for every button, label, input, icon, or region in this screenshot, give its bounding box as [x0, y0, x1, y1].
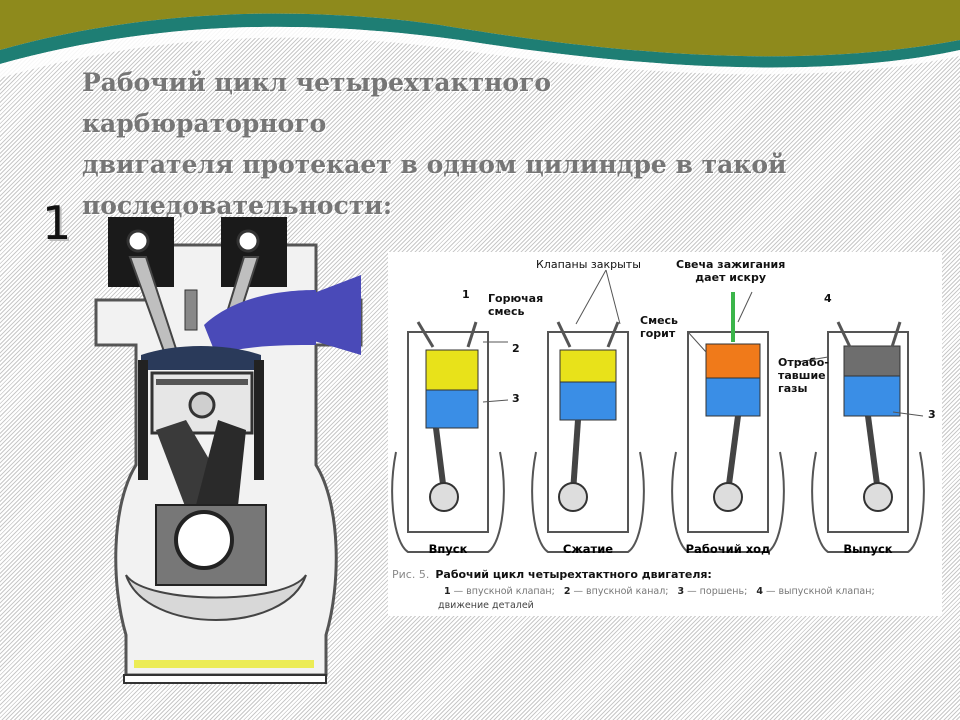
- legend-num-3: 3: [677, 586, 685, 597]
- callout-burning-line-1: Смесь: [640, 314, 679, 327]
- callout-valves-closed: Клапаны закрыты: [536, 258, 641, 271]
- callout-fuel-line-2: смесь: [488, 305, 525, 318]
- slide-title: Рабочий цикл четырехтактного карбюраторн…: [82, 62, 802, 226]
- stroke-label-exhaust: Выпуск: [843, 542, 893, 556]
- cylinder-power-stroke: [671, 292, 785, 553]
- label-number-1: 1: [462, 288, 470, 301]
- header-wave-decoration: [0, 0, 960, 78]
- legend-num-2: 2: [563, 586, 571, 597]
- stroke-label-compression: Сжатие: [562, 542, 614, 556]
- label-number-3-right: 3: [928, 408, 936, 421]
- callout-spark-plug: Свеча зажигания дает искру: [676, 258, 785, 284]
- label-number-3: 3: [512, 392, 520, 405]
- figure-caption-title: Рис. 5. Рабочий цикл четырехтактного двиг…: [392, 568, 712, 581]
- step-number: 1: [42, 196, 72, 250]
- callout-exhaust-line-2: тавшие: [778, 369, 826, 382]
- legend-text-3: — поршень;: [687, 586, 748, 597]
- callout-fuel-line-1: Горючая: [488, 292, 544, 305]
- callout-spark-line-1: Свеча зажигания: [676, 258, 786, 271]
- figure-caption-arrow-note: движение деталей: [438, 600, 534, 611]
- cylinder-exhaust: [811, 321, 925, 553]
- callout-spark-line-2: дает искру: [695, 271, 767, 284]
- title-line-1: Рабочий цикл четырехтактного карбюраторн…: [82, 68, 552, 138]
- legend-text-1: — впускной клапан;: [453, 586, 555, 597]
- stroke-label-power: Рабочий ход: [685, 542, 771, 556]
- figure-caption-legend: 1— впускной клапан; 2— впускной канал; 3…: [438, 586, 875, 597]
- figure-caption-text: Рабочий цикл четырехтактного двигателя:: [435, 568, 712, 581]
- stroke-label-intake: Впуск: [428, 542, 468, 556]
- title-line-2: двигателя протекает в одном цилиндре в т…: [82, 150, 787, 179]
- cylinder-intake: [391, 321, 505, 553]
- label-number-4: 4: [824, 292, 832, 305]
- callout-fuel-mixture: Горючая смесь: [488, 292, 543, 318]
- legend-text-4: — выпускной клапан;: [765, 586, 875, 597]
- four-stroke-cylinders: [391, 269, 925, 553]
- four-stroke-cycle-figure: Клапаны закрыты Свеча зажигания дает иск…: [388, 252, 942, 616]
- callout-exhaust-line-1: Отрабо-: [778, 356, 829, 369]
- cylinder-compression: [531, 321, 645, 553]
- legend-num-1: 1: [444, 586, 451, 597]
- legend-num-4: 4: [756, 586, 763, 597]
- callout-exhaust-gases: Отрабо- тавшие газы: [778, 356, 829, 395]
- engine-cross-section-illustration: [94, 217, 363, 684]
- title-line-3: последовательности:: [82, 191, 393, 220]
- legend-text-2: — впускной канал;: [573, 586, 669, 597]
- callout-mixture-burning: Смесь горит: [640, 314, 678, 340]
- callout-exhaust-line-3: газы: [778, 382, 808, 395]
- figure-caption-prefix: Рис. 5.: [392, 568, 430, 581]
- callout-burning-line-2: горит: [640, 327, 676, 340]
- label-number-2: 2: [512, 342, 520, 355]
